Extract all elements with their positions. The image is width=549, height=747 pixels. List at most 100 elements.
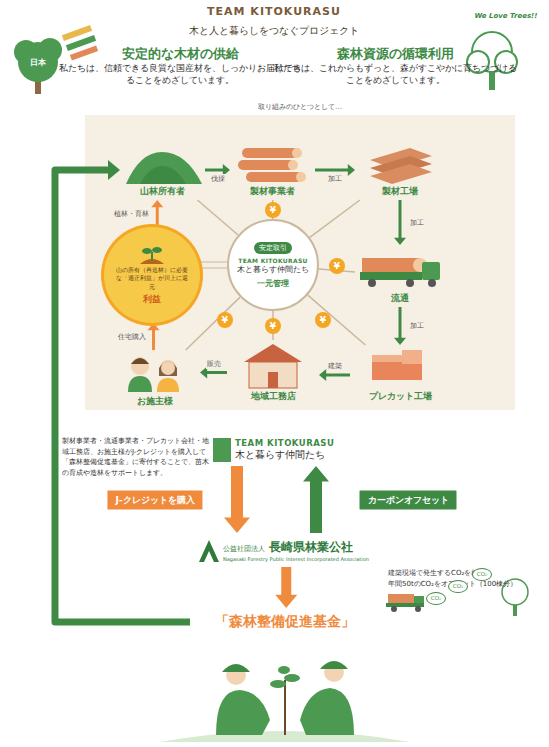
page-title: TEAM KITOKURASU <box>124 5 424 18</box>
co2-truck <box>391 606 397 612</box>
node-text: 山の所有（再造林）に必要な「適正利益」が川上に還元 <box>116 266 188 290</box>
connector <box>200 262 227 268</box>
mountain-icon <box>140 166 186 184</box>
truck-icon <box>362 258 420 272</box>
mountain-icon <box>126 152 202 184</box>
couple-icon <box>160 360 176 376</box>
connector-line <box>200 262 227 268</box>
precut-icon <box>402 350 422 364</box>
association-node: 公益社団法人長崎県林業公社Nagasaki Forestry Public In… <box>195 533 380 567</box>
yen-mark: ¥ <box>265 318 281 334</box>
arrow-head <box>319 369 326 381</box>
house-icon <box>244 344 302 362</box>
arrow-head <box>224 517 250 533</box>
connector-line <box>310 200 360 237</box>
connector <box>303 466 329 533</box>
edge-label: J-クレジットを購入 <box>107 490 202 509</box>
node-text: 製材事業者 <box>250 185 295 198</box>
edge-label: 植林・育林 <box>113 209 150 219</box>
association-logo <box>199 540 219 562</box>
stem <box>151 252 153 260</box>
text-label: 木と人と暮らしをつなぐプロジェクト <box>124 24 424 38</box>
text-label: 日本 <box>26 57 50 68</box>
mountain-icon <box>126 152 202 184</box>
co2-bubble: CO₂ <box>448 580 468 593</box>
planting-people <box>160 661 410 742</box>
connector <box>224 466 250 533</box>
logs-icon <box>242 148 298 158</box>
logs-icon <box>238 148 306 182</box>
edge-label: カーボンオフセット <box>360 490 457 509</box>
logo-mark <box>213 438 231 462</box>
connector-line <box>156 206 159 227</box>
node-text: 一元管理 <box>257 278 289 289</box>
team-logo: TEAM KITOKURASU木と暮らす仲間たち <box>210 434 335 466</box>
couple-icon <box>159 361 177 376</box>
leaf <box>142 248 152 254</box>
node-text: 木と暮らす仲間たち <box>235 448 325 462</box>
node-text: プレカット工場 <box>369 390 432 403</box>
couple-icon <box>157 378 179 392</box>
co2-truck <box>388 594 414 603</box>
node-text: TEAM KITOKURASU <box>238 257 307 264</box>
planting-people <box>278 666 290 674</box>
planting-people <box>284 680 286 735</box>
connector <box>308 295 366 345</box>
planting-people <box>320 661 348 669</box>
planting-people <box>300 688 354 735</box>
precut-icon <box>372 350 422 380</box>
wood-sticks <box>62 25 98 61</box>
node-text: 長崎県林業公社 <box>269 539 353 556</box>
actor-node: お施主様 <box>110 350 200 410</box>
tree-right <box>467 32 517 90</box>
wood-sticks <box>70 45 98 60</box>
lumber-icon <box>370 148 432 184</box>
actor-node: 流通 <box>355 245 445 307</box>
planting-people <box>270 680 286 688</box>
actor-node: 製材事業者 <box>230 140 315 200</box>
arrow-head <box>394 338 406 345</box>
yen-mark: ¥ <box>265 202 281 218</box>
node-text: 「森林整備促進基金」 <box>215 613 355 631</box>
connector-line <box>231 466 243 518</box>
edge-label: 加工 <box>327 174 343 184</box>
planting-people <box>222 664 250 672</box>
association-logo <box>199 540 219 562</box>
leaf <box>152 247 162 253</box>
profit-circle: 山の所有（再造林）に必要な「適正利益」が川上に還元利益 <box>104 227 200 323</box>
truck-icon <box>360 272 422 280</box>
co2-bubble: CO₂ <box>426 592 446 605</box>
connector-line <box>310 481 322 533</box>
tree-left <box>14 38 62 94</box>
lumber-icon <box>370 164 432 184</box>
text-label: We Love Trees!! <box>470 12 542 20</box>
sprout-icon <box>137 244 167 266</box>
arrow-head <box>394 238 406 245</box>
co2-truck <box>386 594 424 612</box>
node-text: 地域工務店 <box>251 390 296 403</box>
logs-icon <box>292 148 302 158</box>
panel <box>85 115 515 410</box>
arrow-head <box>108 160 120 180</box>
text-label: 私たちは、これからもずっと、森がすこやかに育ちつづけることをめざしています。 <box>270 63 520 87</box>
precut-icon <box>402 364 422 380</box>
connector-line <box>325 374 350 377</box>
connector-line <box>205 169 224 172</box>
logs-icon <box>288 160 298 170</box>
connector <box>275 567 297 608</box>
connector-line <box>399 200 402 239</box>
co2-truck <box>415 606 421 612</box>
connector-line <box>186 297 240 350</box>
node-text: 木と暮らす仲間たち <box>237 264 309 275</box>
node-text: 利益 <box>143 293 161 306</box>
connector <box>394 200 406 245</box>
connector <box>151 200 163 227</box>
edge-label: 伐採 <box>210 174 226 184</box>
connector <box>186 297 240 350</box>
text-label: 取り組みのひとつとして… <box>220 102 380 112</box>
yen-mark: ¥ <box>329 258 345 274</box>
house-icon <box>249 362 297 388</box>
couple-icon <box>131 358 149 364</box>
fund-node: 「森林整備促進基金」 <box>190 608 380 636</box>
